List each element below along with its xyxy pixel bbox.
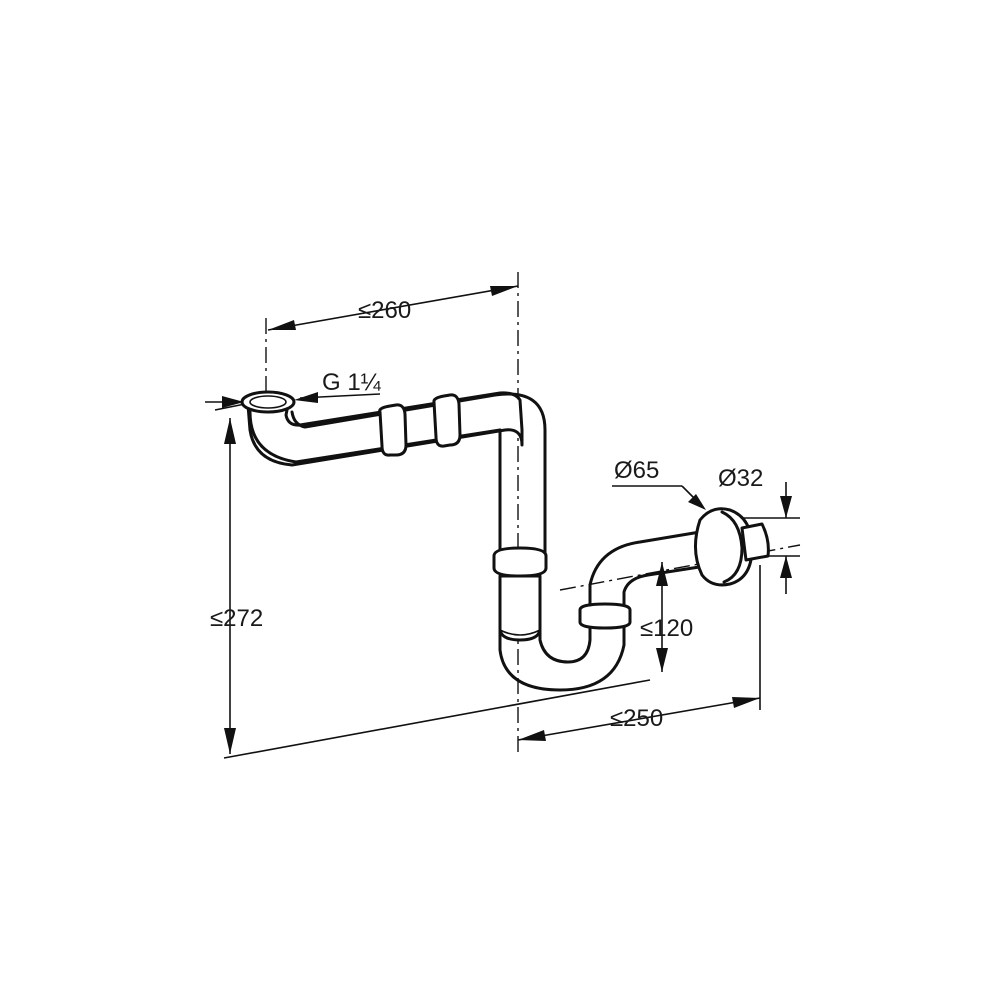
label-thread: G 1¼ <box>322 369 382 396</box>
label-height-total: ≤272 <box>210 605 263 632</box>
arrow-260-right <box>490 286 518 296</box>
trap-outer-edge <box>498 618 626 692</box>
inlet-pipe-upper-edge <box>290 393 497 429</box>
vertical-pipe-right-edge <box>493 392 547 562</box>
arrow-250-left <box>518 730 546 741</box>
arrow-250-right <box>732 697 760 708</box>
label-height-outlet: ≤120 <box>640 615 693 642</box>
wall-rosette-rim <box>720 510 744 584</box>
label-diameter-rosette: Ø65 <box>614 457 659 484</box>
base-extension-line <box>223 679 651 759</box>
arrow-thread-left <box>222 396 244 408</box>
arrow-120-bottom <box>656 648 668 672</box>
arrow-32-bottom <box>780 556 792 578</box>
coupling-nut-1 <box>378 403 408 457</box>
label-diameter-pipe: Ø32 <box>718 465 763 492</box>
arrow-thread <box>294 392 318 403</box>
inlet-extension <box>214 403 246 411</box>
dim-line-250 <box>517 697 761 741</box>
wall-stub-pipe <box>740 522 770 562</box>
label-width-bottom: ≤250 <box>610 705 663 732</box>
trap-joint-line <box>499 629 541 636</box>
coupling-nut-trap <box>578 602 632 630</box>
inlet-pipe-lower-edge <box>248 410 502 464</box>
inlet-opening <box>249 395 287 409</box>
label-width-top: ≤260 <box>358 297 411 324</box>
outlet-pipe-lower-edge <box>622 563 714 607</box>
lower-vertical-tube <box>498 574 542 642</box>
dim-line-260 <box>267 285 519 331</box>
arrow-272-top <box>224 418 236 444</box>
coupling-nut-2 <box>432 393 462 448</box>
arrow-120-top <box>656 562 668 586</box>
arrow-260-left <box>268 320 296 330</box>
trap-inner-edge <box>538 618 592 664</box>
arrow-65 <box>688 494 706 510</box>
coupling-nut-vertical <box>492 546 548 578</box>
arrow-32-top <box>780 496 792 518</box>
outlet-pipe-upper-edge <box>588 528 714 607</box>
arrow-272-bottom <box>224 728 236 754</box>
